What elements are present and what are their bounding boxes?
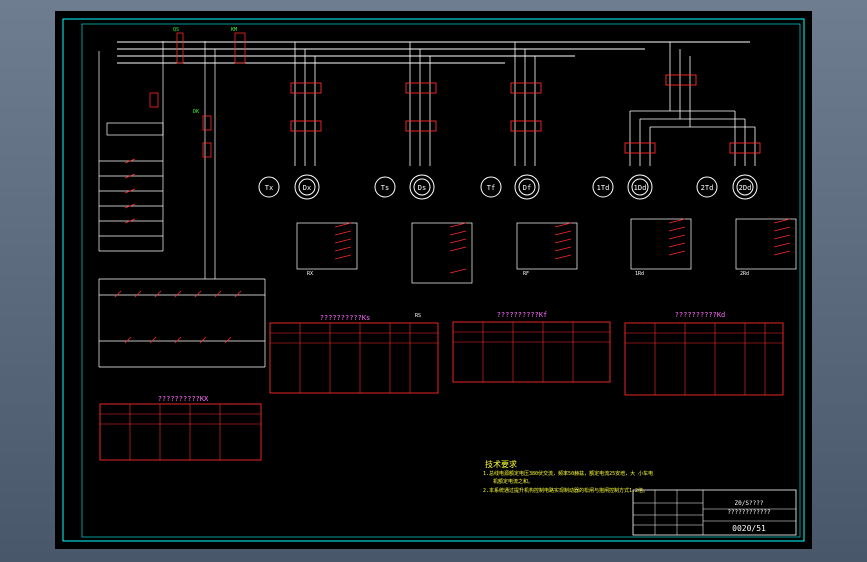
title-drawing-name: Z0/S???? [735, 500, 764, 507]
motor-tx[interactable]: Tx [258, 176, 280, 198]
resistor-groups [296, 218, 797, 284]
contact-table-kf[interactable] [452, 321, 611, 383]
motor-label: Tx [265, 184, 273, 192]
motor-label: Ds [418, 184, 426, 192]
notes-heading: 技术要求 [485, 459, 517, 469]
motor-1dd[interactable]: 1Dd [627, 174, 653, 200]
outer-frame [62, 18, 805, 542]
control-circuit-left [98, 41, 265, 280]
group-label-1rd: 1Rd [635, 271, 644, 277]
motor-label: 2Dd [739, 184, 752, 192]
group-label-rs: RS [415, 313, 421, 319]
motor-label: Tf [487, 184, 495, 192]
notes-line-2: 机额定电流之和。 [493, 478, 533, 485]
motor-ds[interactable]: Ds [409, 174, 435, 200]
table-title-kx: ??????????KX [158, 395, 209, 403]
title-subtitle: ???????????? [727, 509, 771, 516]
technical-notes: 技术要求 1.总线电源额定电压380伏交流，频率50赫兹，额定电流25安培，大 … [483, 459, 653, 494]
motor-dx[interactable]: Dx [294, 174, 320, 200]
contact-table-kx[interactable] [99, 403, 262, 461]
title-drawing-number: 0020/51 [732, 524, 766, 533]
notes-line-1: 1.总线电源额定电压380伏交流，频率50赫兹，额定电流25安培，大 小车电 [483, 470, 653, 477]
motor-2td[interactable]: 2Td [696, 176, 718, 198]
motor-ts[interactable]: Ts [374, 176, 396, 198]
motor-label: Ts [381, 184, 389, 192]
control-contacts-left [124, 32, 246, 224]
motor-label: 2Td [701, 184, 714, 192]
resistor-contacts [334, 218, 791, 274]
main-bus [117, 41, 750, 64]
group-label-rf: RF [523, 271, 529, 277]
inner-frame [81, 23, 801, 538]
feeder-drops [294, 42, 756, 166]
motor-2dd[interactable]: 2Dd [732, 174, 758, 200]
table-title-ks: ??????????Ks [320, 314, 371, 322]
group-label-2rd: 2Rd [740, 271, 749, 277]
schematic-drawing: Tx Dx Ts Ds Tf Df [62, 18, 805, 542]
title-block[interactable]: Z0/S???? ???????????? 0020/51 [632, 489, 797, 536]
label-qs: QS [173, 27, 179, 33]
contact-table-kd[interactable] [624, 322, 784, 396]
group-label-rx: RX [307, 271, 313, 277]
motor-label: Dx [303, 184, 311, 192]
control-ladder [98, 279, 266, 368]
motor-tf[interactable]: Tf [480, 176, 502, 198]
motor-1td[interactable]: 1Td [592, 176, 614, 198]
label-dk: DK [193, 109, 199, 115]
contact-table-ks[interactable] [269, 322, 439, 394]
contactor-symbols [290, 74, 761, 154]
table-title-kf: ??????????Kf [497, 311, 548, 319]
table-title-kd: ??????????Kd [675, 311, 726, 319]
drawing-canvas[interactable]: Tx Dx Ts Ds Tf Df [55, 11, 812, 549]
motor-label: 1Td [597, 184, 610, 192]
label-km: KM [231, 27, 237, 33]
motor-label: 1Dd [634, 184, 647, 192]
motor-label: Df [523, 184, 531, 192]
control-ladder-contacts [114, 290, 242, 344]
notes-line-3: 2.本系统通过提升机构控制电路实现制动器的松闸与抱闸控制方式1.2倍。 [483, 487, 648, 494]
motor-df[interactable]: Df [514, 174, 540, 200]
